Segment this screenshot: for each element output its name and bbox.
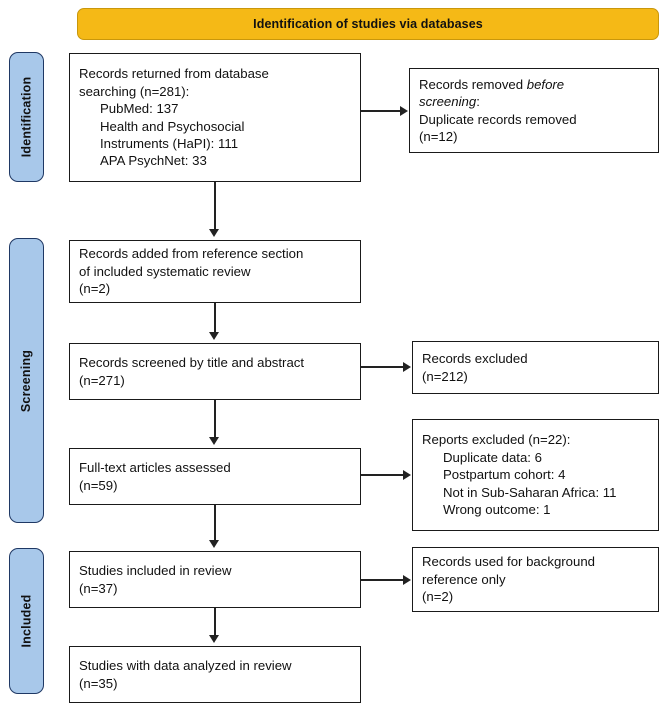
box-line-emphasis: before (526, 76, 565, 92)
box-line: Postpartum cohort: 4 (443, 467, 566, 483)
box-line: Instruments (HaPI): 111 (100, 135, 239, 151)
box-line: Reports excluded (n=22): (422, 432, 571, 448)
box-records-used-for-background-reference-only: Records used for background reference on… (412, 547, 659, 612)
box-line: (n=35) (79, 675, 118, 691)
box-line-text: Records removed (419, 76, 527, 92)
box-line: Records screened by title and abstract (79, 355, 305, 371)
phase-label-identification: Identification (9, 52, 44, 182)
box-line-text: : (476, 94, 480, 110)
box-line: Duplicate data: 6 (443, 449, 542, 465)
box-reports-excluded: Reports excluded (n=22): Duplicate data:… (412, 419, 659, 531)
banner-label: Identification of studies via databases (253, 17, 483, 31)
connector-arrowhead (400, 105, 408, 116)
box-line: Records returned from database (79, 66, 269, 82)
box-line: Studies included in review (79, 563, 232, 579)
box-line-emphasis: screening (419, 94, 477, 110)
box-line: (n=59) (79, 477, 118, 493)
box-line: Studies with data analyzed in review (79, 658, 292, 674)
box-records-removed-before-screening: Records removed before screening: Duplic… (409, 68, 659, 153)
connector-line (214, 400, 216, 438)
box-line: PubMed: 137 (100, 101, 179, 117)
box-line: (n=271) (79, 372, 125, 388)
connector-line (361, 366, 404, 368)
box-line: Records removed before (419, 76, 649, 93)
box-line: (n=37) (79, 580, 118, 596)
box-records-screened-by-title-and-abstract: Records screened by title and abstract (… (69, 343, 361, 400)
connector-line (214, 608, 216, 636)
phase-label-identification-text: Identification (19, 76, 34, 158)
box-line: (n=2) (422, 589, 454, 605)
box-line: Duplicate records removed (419, 111, 577, 127)
box-line: Not in Sub-Saharan Africa: 11 (443, 484, 617, 500)
box-line: Records added from reference section (79, 246, 304, 262)
box-line: Health and Psychosocial (100, 118, 245, 134)
box-line: of included systematic review (79, 263, 251, 279)
connector-line (214, 505, 216, 541)
box-line: Records used for background (422, 554, 596, 570)
connector-arrowhead (209, 437, 220, 445)
connector-arrowhead (403, 361, 411, 372)
box-line: APA PsychNet: 33 (100, 153, 207, 169)
phase-label-included-text: Included (19, 594, 34, 648)
box-line: Records excluded (422, 351, 528, 367)
box-line: screening: (419, 93, 649, 110)
connector-arrowhead (403, 469, 411, 480)
connector-arrowhead (209, 332, 220, 340)
box-studies-included-in-review: Studies included in review (n=37) (69, 551, 361, 608)
box-records-excluded: Records excluded (n=212) (412, 341, 659, 394)
connector-line (361, 579, 404, 581)
box-line: Full-text articles assessed (79, 460, 231, 476)
phase-label-screening: Screening (9, 238, 44, 523)
box-studies-with-data-analyzed-in-review: Studies with data analyzed in review (n=… (69, 646, 361, 703)
box-full-text-articles-assessed: Full-text articles assessed (n=59) (69, 448, 361, 505)
connector-line (361, 110, 401, 112)
phase-label-screening-text: Screening (19, 349, 34, 412)
box-line: (n=212) (422, 368, 468, 384)
phase-label-included: Included (9, 548, 44, 694)
box-line: (n=2) (79, 281, 111, 297)
connector-arrowhead (209, 540, 220, 548)
connector-arrowhead (403, 574, 411, 585)
box-line: reference only (422, 571, 506, 587)
banner-identification-via-databases: Identification of studies via databases (77, 8, 659, 40)
connector-arrowhead (209, 229, 220, 237)
box-line: searching (n=281): (79, 83, 190, 99)
connector-line (214, 182, 216, 230)
box-line: (n=12) (419, 128, 458, 144)
box-records-returned-from-database-searching: Records returned from database searching… (69, 53, 361, 182)
box-records-added-from-reference-section: Records added from reference section of … (69, 240, 361, 303)
box-line: Wrong outcome: 1 (443, 502, 551, 518)
connector-arrowhead (209, 635, 220, 643)
connector-line (361, 474, 404, 476)
connector-line (214, 303, 216, 333)
